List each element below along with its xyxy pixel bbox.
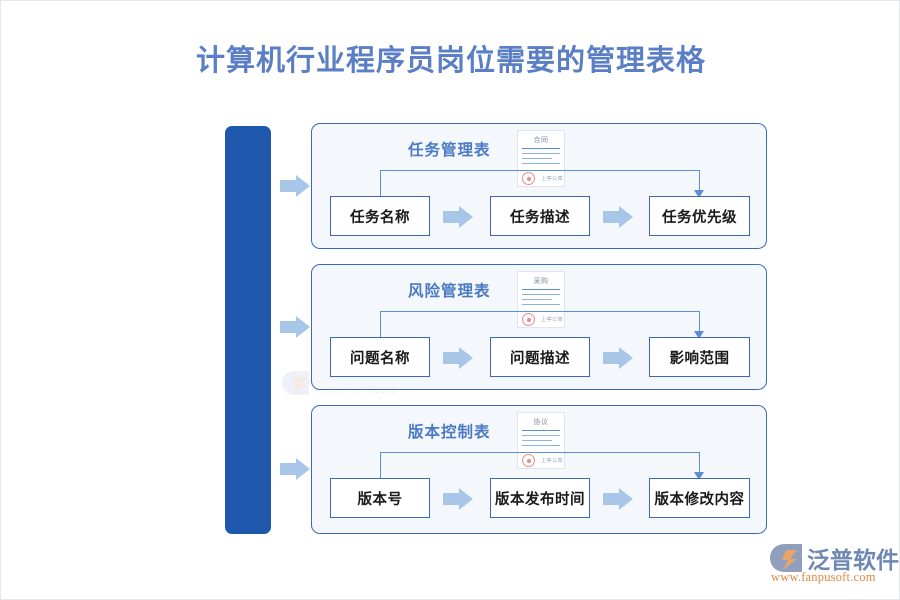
- flow-arrow-icon: [443, 206, 473, 228]
- field-box[interactable]: 任务名称: [330, 196, 430, 236]
- field-row: 问题名称 问题描述 影响范围: [312, 337, 768, 379]
- connector-line-horizontal: [380, 311, 700, 313]
- arrow-head: [459, 347, 473, 369]
- arrow-shaft: [603, 352, 620, 364]
- arrow-shaft: [603, 493, 620, 505]
- doc-signature: 上亭公章: [541, 458, 563, 464]
- section-card-task[interactable]: 任务管理表 合同 上亭公章 任务名称 任务描述: [311, 123, 767, 249]
- arrow-head: [619, 206, 633, 228]
- spine-arrow-icon-1: [280, 175, 310, 197]
- doc-label: 协议: [533, 419, 549, 426]
- arrow-shaft: [443, 211, 460, 223]
- field-box[interactable]: 问题名称: [330, 337, 430, 377]
- field-box[interactable]: 影响范围: [649, 337, 750, 377]
- arrow-head: [296, 316, 310, 338]
- doc-line: [522, 299, 552, 301]
- connector-line-left: [380, 311, 382, 339]
- fanpu-logo-icon: [770, 544, 802, 572]
- watermark-logo-icon: [282, 371, 309, 395]
- flow-arrow-icon: [603, 206, 633, 228]
- connector-line-horizontal: [380, 170, 700, 172]
- connector-arrowhead-icon: [694, 190, 704, 198]
- doc-line: [522, 445, 560, 447]
- field-row: 任务名称 任务描述 任务优先级: [312, 196, 768, 238]
- doc-line: [522, 435, 560, 437]
- field-box[interactable]: 版本号: [330, 478, 430, 518]
- bracket-connector: [380, 452, 704, 480]
- connector-arrowhead-icon: [694, 472, 704, 480]
- connector-line-left: [380, 170, 382, 198]
- doc-line: [522, 158, 552, 160]
- doc-line: [522, 294, 560, 296]
- stamp-icon: [522, 454, 535, 467]
- spine-bar: [225, 126, 271, 534]
- connector-line-right: [698, 311, 700, 332]
- connector-line-horizontal: [380, 452, 700, 454]
- doc-line: [522, 163, 560, 165]
- doc-label: 采购: [533, 278, 549, 285]
- doc-line: [522, 304, 560, 306]
- page-title: 计算机行业程序员岗位需要的管理表格: [195, 45, 706, 77]
- field-box[interactable]: 任务优先级: [649, 196, 750, 236]
- watermark-subtext: FANPU SOFTWARE: [315, 389, 398, 396]
- field-box[interactable]: 版本修改内容: [649, 478, 750, 518]
- spine-arrow-icon-3: [280, 458, 310, 480]
- connector-line-right: [698, 170, 700, 191]
- bracket-connector: [380, 311, 704, 339]
- section-title: 版本控制表: [408, 424, 491, 441]
- field-box[interactable]: 版本发布时间: [490, 478, 590, 518]
- connector-line-right: [698, 452, 700, 473]
- doc-signature: 上亭公章: [541, 176, 563, 182]
- arrow-shaft: [280, 463, 297, 475]
- brand-name: 泛普软件: [807, 547, 899, 573]
- connector-line-left: [380, 452, 382, 480]
- doc-line: [522, 289, 560, 291]
- brand-url[interactable]: www.fanpusoft.com: [771, 570, 876, 584]
- flow-arrow-icon: [603, 347, 633, 369]
- arrow-head: [619, 488, 633, 510]
- field-box[interactable]: 问题描述: [490, 337, 590, 377]
- bracket-connector: [380, 170, 704, 198]
- field-row: 版本号 版本发布时间 版本修改内容: [312, 478, 768, 520]
- doc-line: [522, 440, 552, 442]
- arrow-head: [296, 458, 310, 480]
- arrow-shaft: [443, 352, 460, 364]
- flow-arrow-icon: [443, 347, 473, 369]
- stamp-icon: [522, 313, 535, 326]
- doc-line: [522, 430, 560, 432]
- arrow-head: [619, 347, 633, 369]
- doc-line: [522, 148, 560, 150]
- section-title: 风险管理表: [408, 283, 491, 300]
- arrow-shaft: [280, 180, 297, 192]
- arrow-shaft: [280, 321, 297, 333]
- arrow-head: [296, 175, 310, 197]
- section-title: 任务管理表: [408, 142, 491, 159]
- agreement-document-icon: 协议 上亭公章: [517, 412, 565, 469]
- doc-line: [522, 153, 560, 155]
- brand-logo[interactable]: 泛普软件 www.fanpusoft.com: [769, 541, 899, 587]
- doc-label: 合同: [533, 137, 549, 144]
- arrow-shaft: [443, 493, 460, 505]
- arrow-head: [459, 488, 473, 510]
- field-box[interactable]: 任务描述: [490, 196, 590, 236]
- doc-signature: 上亭公章: [541, 317, 563, 323]
- purchase-document-icon: 采购 上亭公章: [517, 271, 565, 328]
- section-card-risk[interactable]: 风险管理表 采购 上亭公章 问题名称 问题描述: [311, 264, 767, 390]
- section-card-version[interactable]: 版本控制表 协议 上亭公章 版本号 版本发布时间: [311, 405, 767, 534]
- flow-arrow-icon: [443, 488, 473, 510]
- connector-arrowhead-icon: [694, 331, 704, 339]
- stamp-icon: [522, 172, 535, 185]
- arrow-shaft: [603, 211, 620, 223]
- arrow-head: [459, 206, 473, 228]
- flow-arrow-icon: [603, 488, 633, 510]
- spine-arrow-icon-2: [280, 316, 310, 338]
